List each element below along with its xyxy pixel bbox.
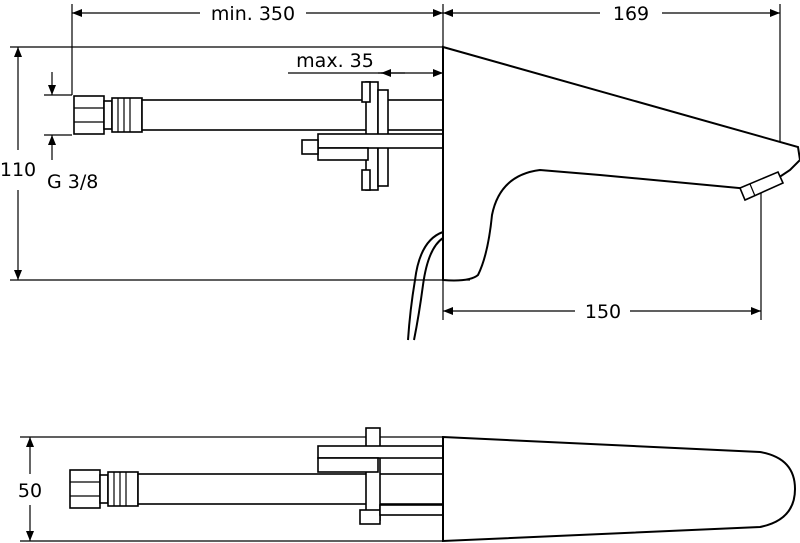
mounting-rod-lower [317, 147, 369, 161]
top-mounting-rod-lower [317, 457, 379, 473]
top-hose-nut [69, 469, 101, 509]
sensor-cable-inner [413, 237, 444, 341]
sensor-cable-outer [407, 231, 444, 341]
outlet-line [749, 183, 756, 197]
mounting-rod-end [301, 139, 319, 155]
dim-169: 169 [613, 3, 649, 25]
dim-50: 50 [18, 480, 42, 502]
mounting-flange-top [361, 81, 371, 103]
top-hose-crimp [107, 471, 139, 507]
side-view: min. 350 169 max. 35 110 G 3/8 150 [0, 3, 800, 341]
top-mounting-rod [317, 445, 444, 459]
dim-110: 110 [0, 159, 36, 181]
faucet-outlet [738, 170, 785, 202]
top-view: 50 [18, 427, 797, 543]
top-hose-body [137, 473, 444, 505]
dim-150: 150 [585, 301, 621, 323]
top-mounting-foot [359, 509, 381, 525]
hose-ferrule [103, 100, 113, 130]
hose-crimp [111, 97, 143, 133]
mounting-rod [317, 133, 444, 149]
top-hose-ferrule [99, 474, 109, 504]
thread-label: G 3/8 [47, 171, 98, 193]
faucet-body-side [442, 45, 800, 282]
hose-nut [73, 95, 105, 135]
mounting-flange-bottom [361, 169, 371, 191]
top-mounting-bracket [379, 504, 444, 516]
faucet-body-top [442, 435, 797, 543]
hose-body [141, 99, 444, 131]
dim-min-350: min. 350 [211, 3, 295, 25]
top-mounting-flange [365, 427, 381, 521]
dim-max-35: max. 35 [296, 50, 374, 72]
